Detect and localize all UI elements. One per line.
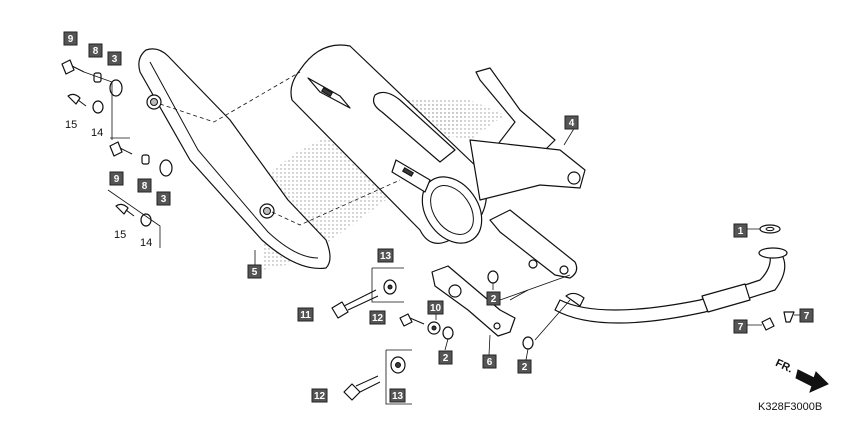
svg-text:4: 4 bbox=[569, 118, 575, 129]
svg-text:5: 5 bbox=[252, 267, 258, 278]
callout-9-upper[interactable]: 9 bbox=[63, 31, 78, 46]
svg-text:3: 3 bbox=[112, 54, 118, 65]
stay-bracket bbox=[431, 265, 516, 337]
svg-text:8: 8 bbox=[93, 46, 99, 57]
heat-shield bbox=[138, 48, 331, 270]
muffler-bracket bbox=[469, 67, 586, 201]
callout-9-lower[interactable]: 9 bbox=[109, 171, 124, 186]
svg-text:11: 11 bbox=[300, 310, 311, 321]
callout-2-upper[interactable]: 2 bbox=[486, 291, 501, 306]
mounting-bolts bbox=[331, 267, 441, 405]
callout-2-lower[interactable]: 2 bbox=[517, 359, 532, 374]
svg-text:2: 2 bbox=[522, 362, 528, 373]
callout-6[interactable]: 6 bbox=[482, 354, 497, 369]
rear-arm bbox=[489, 209, 578, 279]
callout-4[interactable]: 4 bbox=[564, 115, 579, 130]
svg-text:12: 12 bbox=[314, 391, 326, 402]
callout-10[interactable]: 10 bbox=[427, 300, 444, 315]
svg-text:7: 7 bbox=[804, 311, 810, 322]
svg-text:8: 8 bbox=[142, 181, 148, 192]
label-15-upper: 15 bbox=[65, 119, 77, 131]
svg-text:9: 9 bbox=[114, 174, 120, 185]
callout-8-upper[interactable]: 8 bbox=[88, 43, 103, 58]
svg-text:6: 6 bbox=[487, 357, 493, 368]
front-direction-arrow: FR. bbox=[773, 357, 829, 393]
svg-text:12: 12 bbox=[372, 313, 384, 324]
collar-parts bbox=[442, 270, 534, 350]
callout-13-upper[interactable]: 13 bbox=[377, 248, 394, 263]
callout-3-lower[interactable]: 3 bbox=[156, 191, 171, 206]
callout-5[interactable]: 5 bbox=[247, 264, 262, 279]
callout-11[interactable]: 11 bbox=[297, 307, 314, 322]
svg-text:13: 13 bbox=[380, 251, 392, 262]
svg-text:7: 7 bbox=[738, 322, 744, 333]
label-14-upper: 14 bbox=[91, 127, 103, 139]
callout-7-right[interactable]: 7 bbox=[799, 308, 814, 323]
callout-12-upper[interactable]: 12 bbox=[369, 310, 386, 325]
svg-text:9: 9 bbox=[68, 34, 74, 45]
exhaust-pipe bbox=[554, 247, 788, 324]
diagram-code: K328F3000B bbox=[758, 401, 822, 413]
clips bbox=[761, 311, 795, 331]
front-direction-label: FR. bbox=[773, 357, 794, 375]
callout-2-middle[interactable]: 2 bbox=[438, 350, 453, 365]
svg-text:1: 1 bbox=[738, 226, 744, 237]
callout-8-lower[interactable]: 8 bbox=[137, 178, 152, 193]
callout-7-left[interactable]: 7 bbox=[733, 319, 748, 334]
gasket bbox=[759, 224, 781, 234]
svg-text:3: 3 bbox=[161, 194, 167, 205]
callout-13-lower[interactable]: 13 bbox=[389, 388, 406, 403]
svg-text:10: 10 bbox=[430, 303, 442, 314]
callout-3-upper[interactable]: 3 bbox=[107, 51, 122, 66]
muffler bbox=[159, 44, 487, 244]
callout-12-lower[interactable]: 12 bbox=[311, 388, 328, 403]
callout-1[interactable]: 1 bbox=[733, 223, 748, 238]
heat-shield-fasteners bbox=[61, 59, 173, 248]
label-15-lower: 15 bbox=[114, 229, 126, 241]
svg-text:13: 13 bbox=[392, 391, 404, 402]
label-14-lower: 14 bbox=[140, 237, 152, 249]
svg-text:2: 2 bbox=[491, 294, 497, 305]
svg-text:2: 2 bbox=[443, 353, 449, 364]
